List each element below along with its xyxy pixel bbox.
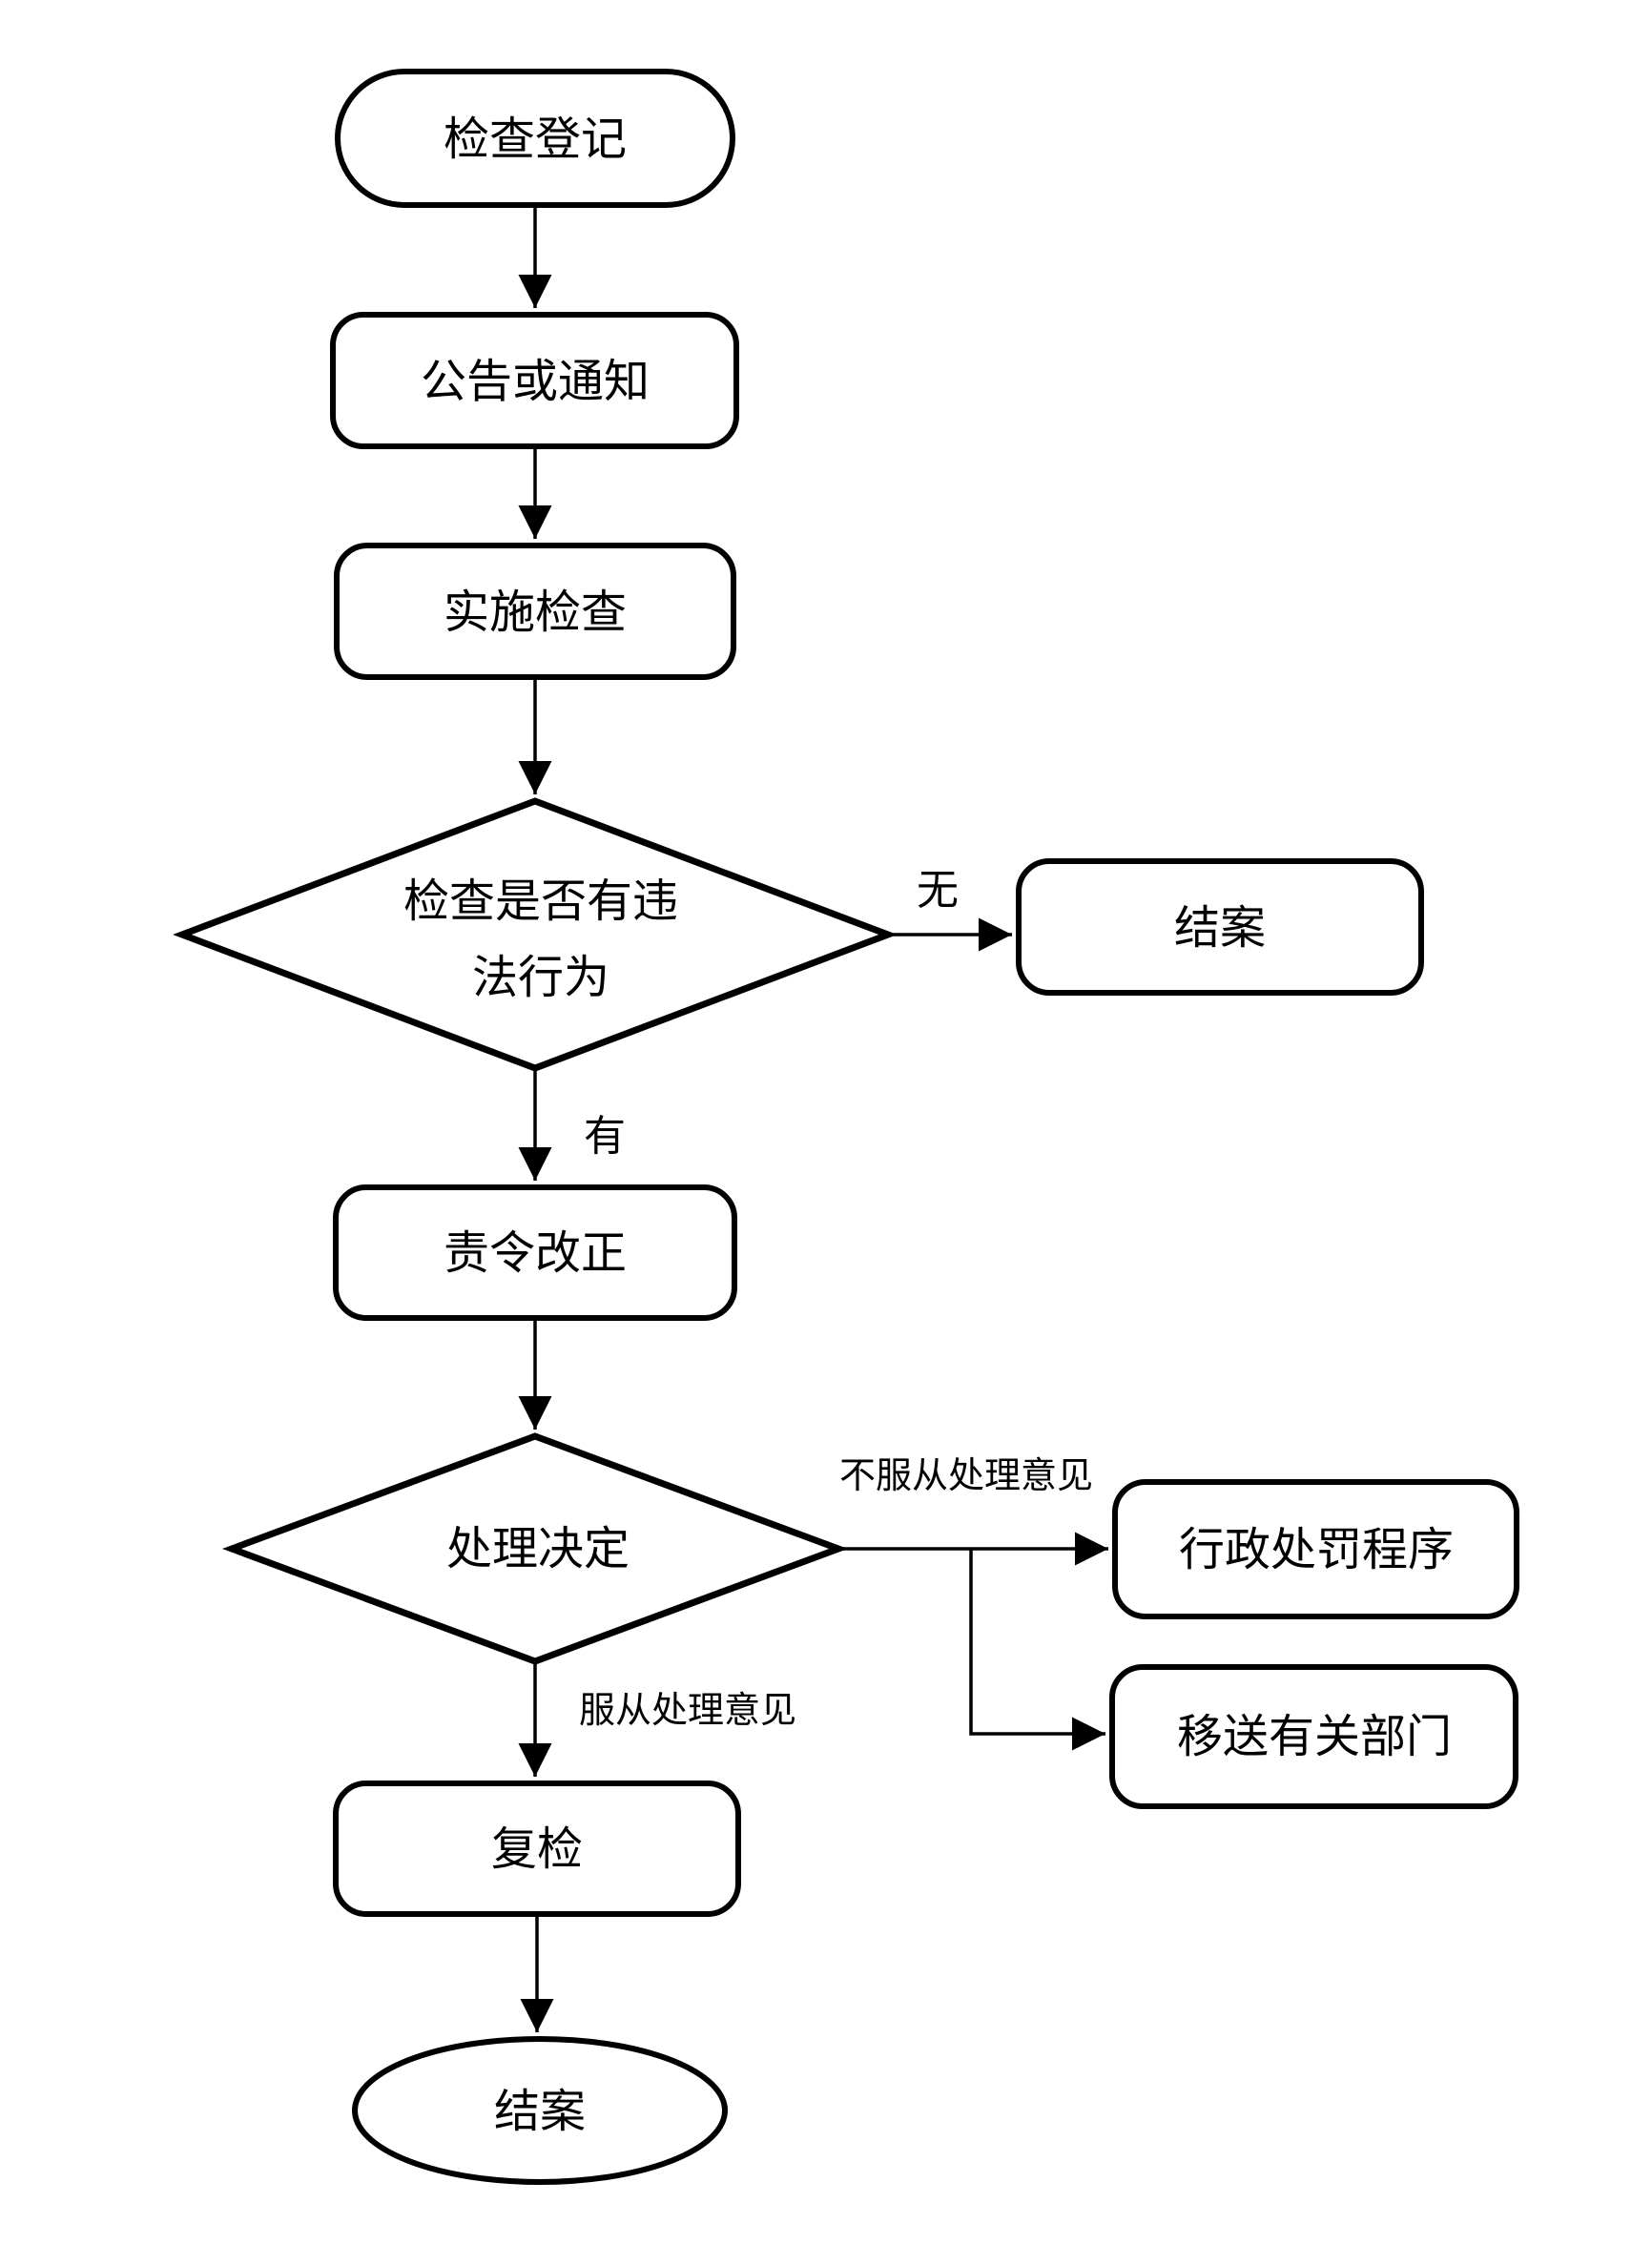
recheck-rect-shape	[333, 1781, 741, 1917]
node-end: 结案	[352, 2036, 728, 2185]
decision-handling-diamond-shape	[221, 1432, 849, 1665]
node-implement: 实施检查	[334, 543, 736, 680]
notice-label: 公告或通知	[421, 357, 650, 407]
notice-rect-shape	[330, 312, 739, 449]
end-label: 结案	[494, 2087, 586, 2137]
recheck-label: 复检	[491, 1824, 583, 1875]
edge-label-no-violation: 无	[917, 867, 959, 914]
decision-handling-label: 处理决定	[446, 1524, 630, 1575]
order-correction-rect-shape	[333, 1184, 737, 1321]
node-decision-handling: 处理决定	[221, 1432, 849, 1665]
node-admin-penalty: 行政处罚程序	[1112, 1479, 1519, 1619]
node-recheck: 复检	[333, 1781, 741, 1917]
implement-rect-shape	[334, 543, 736, 680]
edge-label-obey: 服从处理意见	[579, 1691, 796, 1731]
node-order-correction: 责令改正	[333, 1184, 737, 1321]
decision-violation-diamond-shape	[173, 797, 898, 1072]
close-case-rect-shape	[1016, 858, 1424, 996]
admin-penalty-rect-shape	[1112, 1479, 1519, 1619]
transfer-rect-shape	[1109, 1664, 1518, 1809]
close-case-label: 结案	[1174, 903, 1266, 954]
decision-violation-label-line1: 检查是否有违	[403, 876, 678, 927]
transfer-label: 移送有关部门	[1177, 1712, 1452, 1762]
edge-label-has-violation: 有	[584, 1113, 626, 1160]
node-start: 检查登记	[335, 69, 735, 208]
node-notice: 公告或通知	[330, 312, 739, 449]
start-label: 检查登记	[444, 114, 627, 165]
admin-penalty-label: 行政处罚程序	[1179, 1525, 1454, 1575]
start-terminator-shape	[335, 69, 735, 208]
arrow-branch-to-transfer	[969, 1549, 1105, 1751]
decision-violation-label-line2: 法行为	[472, 953, 609, 1003]
implement-label: 实施检查	[444, 587, 627, 638]
node-close-case: 结案	[1016, 858, 1424, 996]
edge-label-disobey: 不服从处理意见	[839, 1456, 1093, 1496]
node-transfer: 移送有关部门	[1109, 1664, 1518, 1809]
end-ellipse-shape	[352, 2036, 728, 2185]
node-decision-violation: 检查是否有违 法行为	[173, 797, 898, 1072]
order-correction-label: 责令改正	[444, 1228, 627, 1279]
